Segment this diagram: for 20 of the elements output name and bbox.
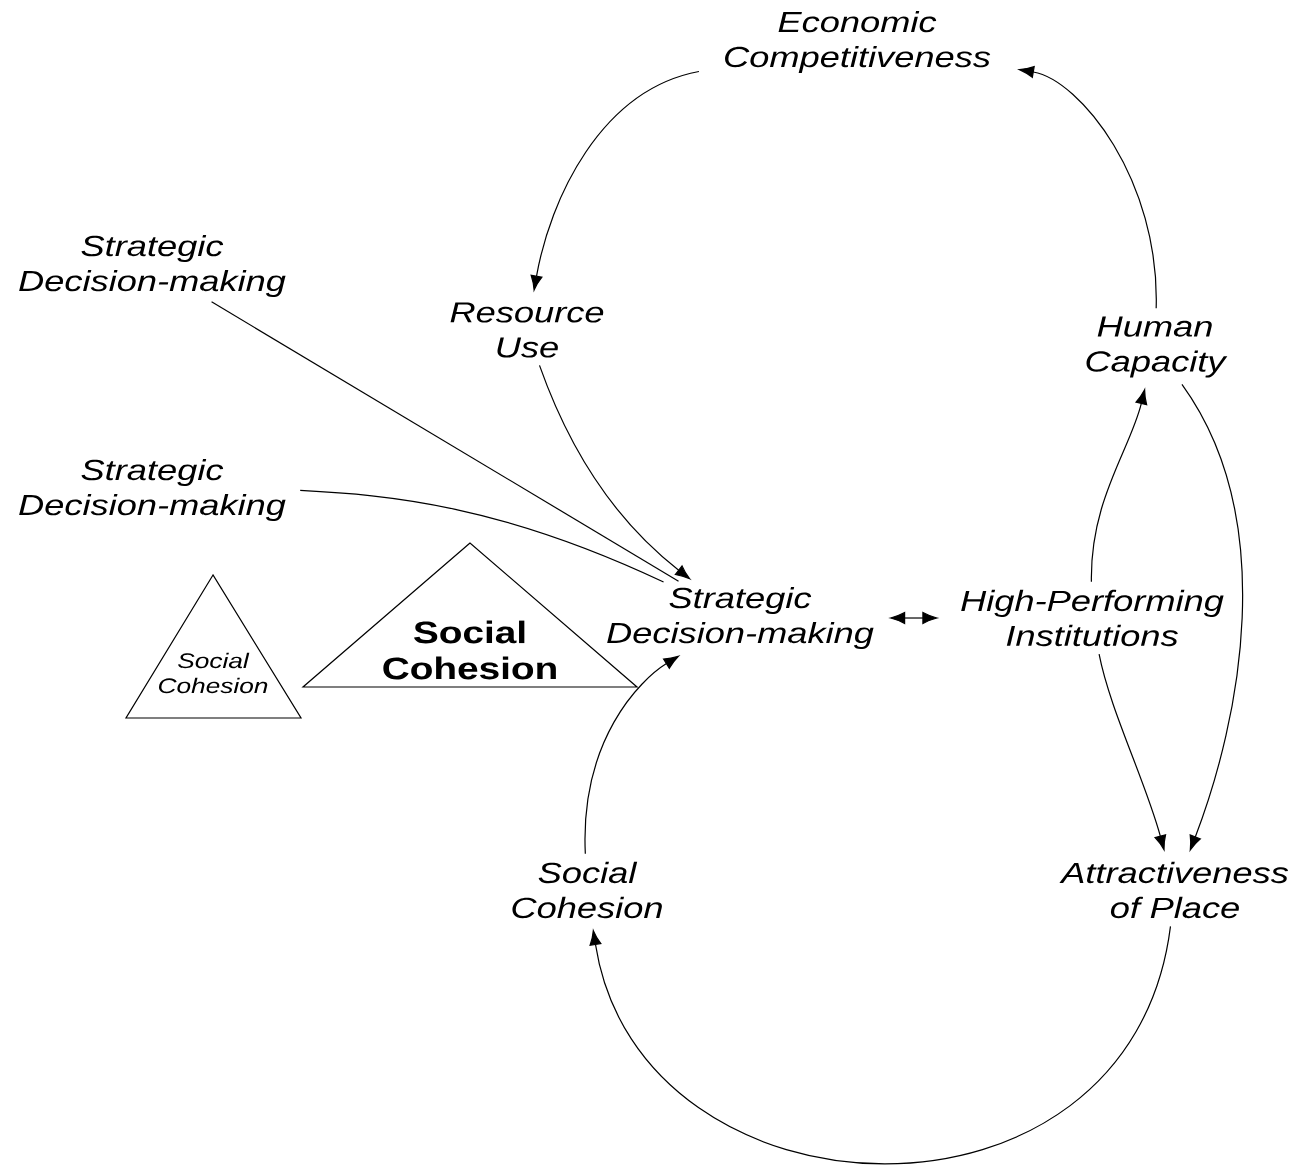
arrow (538, 364, 691, 580)
arrow (584, 655, 679, 855)
arrow (589, 925, 1172, 1165)
node-label: Human Capacity (1086, 316, 1228, 378)
arrow (1018, 66, 1157, 309)
arrow (1090, 389, 1148, 583)
connector-line (211, 301, 680, 582)
node-label: Economic Competitiveness (725, 11, 991, 73)
node-label: Social Cohesion (512, 861, 662, 919)
node-label: Attractiveness of Place (1059, 861, 1289, 919)
node-label: Resource Use (450, 302, 604, 358)
arrow (530, 70, 700, 291)
node-label: Strategic Decision-making (19, 459, 286, 522)
node-label: High-Performing Institutions (961, 589, 1224, 647)
arrow (1098, 653, 1167, 851)
arrow (1181, 383, 1243, 851)
node-label: Strategic Decision-making (607, 587, 874, 650)
arrow (890, 611, 938, 625)
node-label: Strategic Decision-making (19, 235, 286, 298)
connector-line (299, 489, 665, 583)
